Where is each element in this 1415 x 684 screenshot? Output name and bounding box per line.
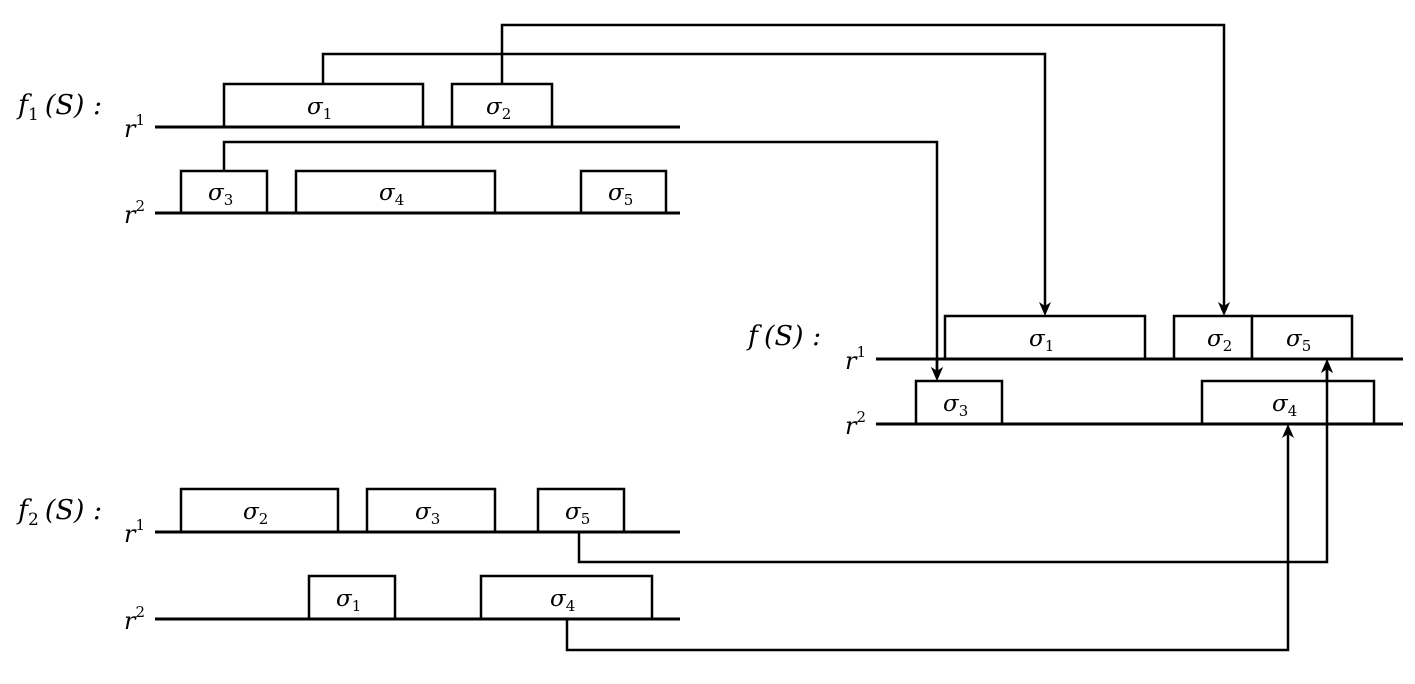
job-label: σ1 (336, 586, 361, 615)
job-box-sigma3 (179, 169, 269, 215)
arrowhead-icon (1218, 302, 1230, 316)
job-box-sigma3 (914, 379, 1004, 426)
job-label: σ4 (550, 586, 575, 615)
connector-f1-sigma3-to-f-sigma3 (222, 140, 939, 371)
schedule-f2: f2(S) : r1 σ2 σ3 σ5 r2 σ1 σ4 (16, 487, 680, 635)
connector-f1-sigma2-to-f-sigma2 (500, 23, 1226, 306)
arrowhead-icon (1321, 359, 1333, 373)
resource-label-r2: r2 (124, 197, 145, 229)
job-box-sigma1 (222, 82, 425, 129)
job-label: σ3 (208, 180, 233, 209)
schedule-label-f2: f2(S) : (16, 495, 102, 530)
job-label: σ5 (565, 499, 590, 528)
job-box-sigma4 (1200, 379, 1376, 426)
resource-label-r2: r2 (845, 408, 866, 440)
job-label: σ1 (307, 94, 332, 123)
connector-f2-sigma4-to-f-sigma4 (565, 434, 1290, 652)
job-box-sigma5 (579, 169, 668, 215)
job-label: σ2 (243, 499, 268, 528)
job-label: σ3 (943, 391, 968, 420)
job-box-sigma2 (450, 82, 554, 129)
job-label: σ4 (379, 180, 404, 209)
connector-f1-sigma1-to-f-sigma1 (321, 52, 1047, 306)
job-box-sigma3 (365, 487, 497, 534)
job-box-sigma1 (943, 314, 1147, 361)
job-label: σ1 (1029, 326, 1054, 355)
job-box-sigma4 (479, 574, 654, 621)
arrowhead-icon (1282, 424, 1294, 438)
arrowhead-icon (1039, 302, 1051, 316)
job-label: σ5 (608, 180, 633, 209)
schedule-f1: f1(S) : r1 σ1 σ2 r2 σ3 σ4 σ5 (16, 82, 680, 229)
job-label: σ3 (415, 499, 440, 528)
job-label: σ5 (1286, 326, 1311, 355)
job-box-sigma5 (536, 487, 626, 534)
schedule-f: f(S) : r1 σ1 σ2 σ5 r2 σ3 σ4 (746, 314, 1403, 440)
job-label: σ2 (486, 94, 511, 123)
job-label: σ4 (1272, 391, 1297, 420)
job-box-sigma5 (1250, 314, 1354, 361)
resource-label-r1: r1 (845, 343, 866, 375)
job-label: σ2 (1207, 326, 1232, 355)
resource-label-r1: r1 (124, 516, 145, 548)
schedule-label-f1: f1(S) : (16, 90, 102, 125)
arrowhead-icon (931, 367, 943, 381)
schedule-label-f: f(S) : (746, 321, 821, 352)
resource-label-r1: r1 (124, 111, 145, 143)
job-box-sigma1 (307, 574, 397, 621)
connector-f2-sigma5-to-f-sigma5 (577, 369, 1329, 564)
job-box-sigma4 (294, 169, 497, 215)
resource-label-r2: r2 (124, 603, 145, 635)
